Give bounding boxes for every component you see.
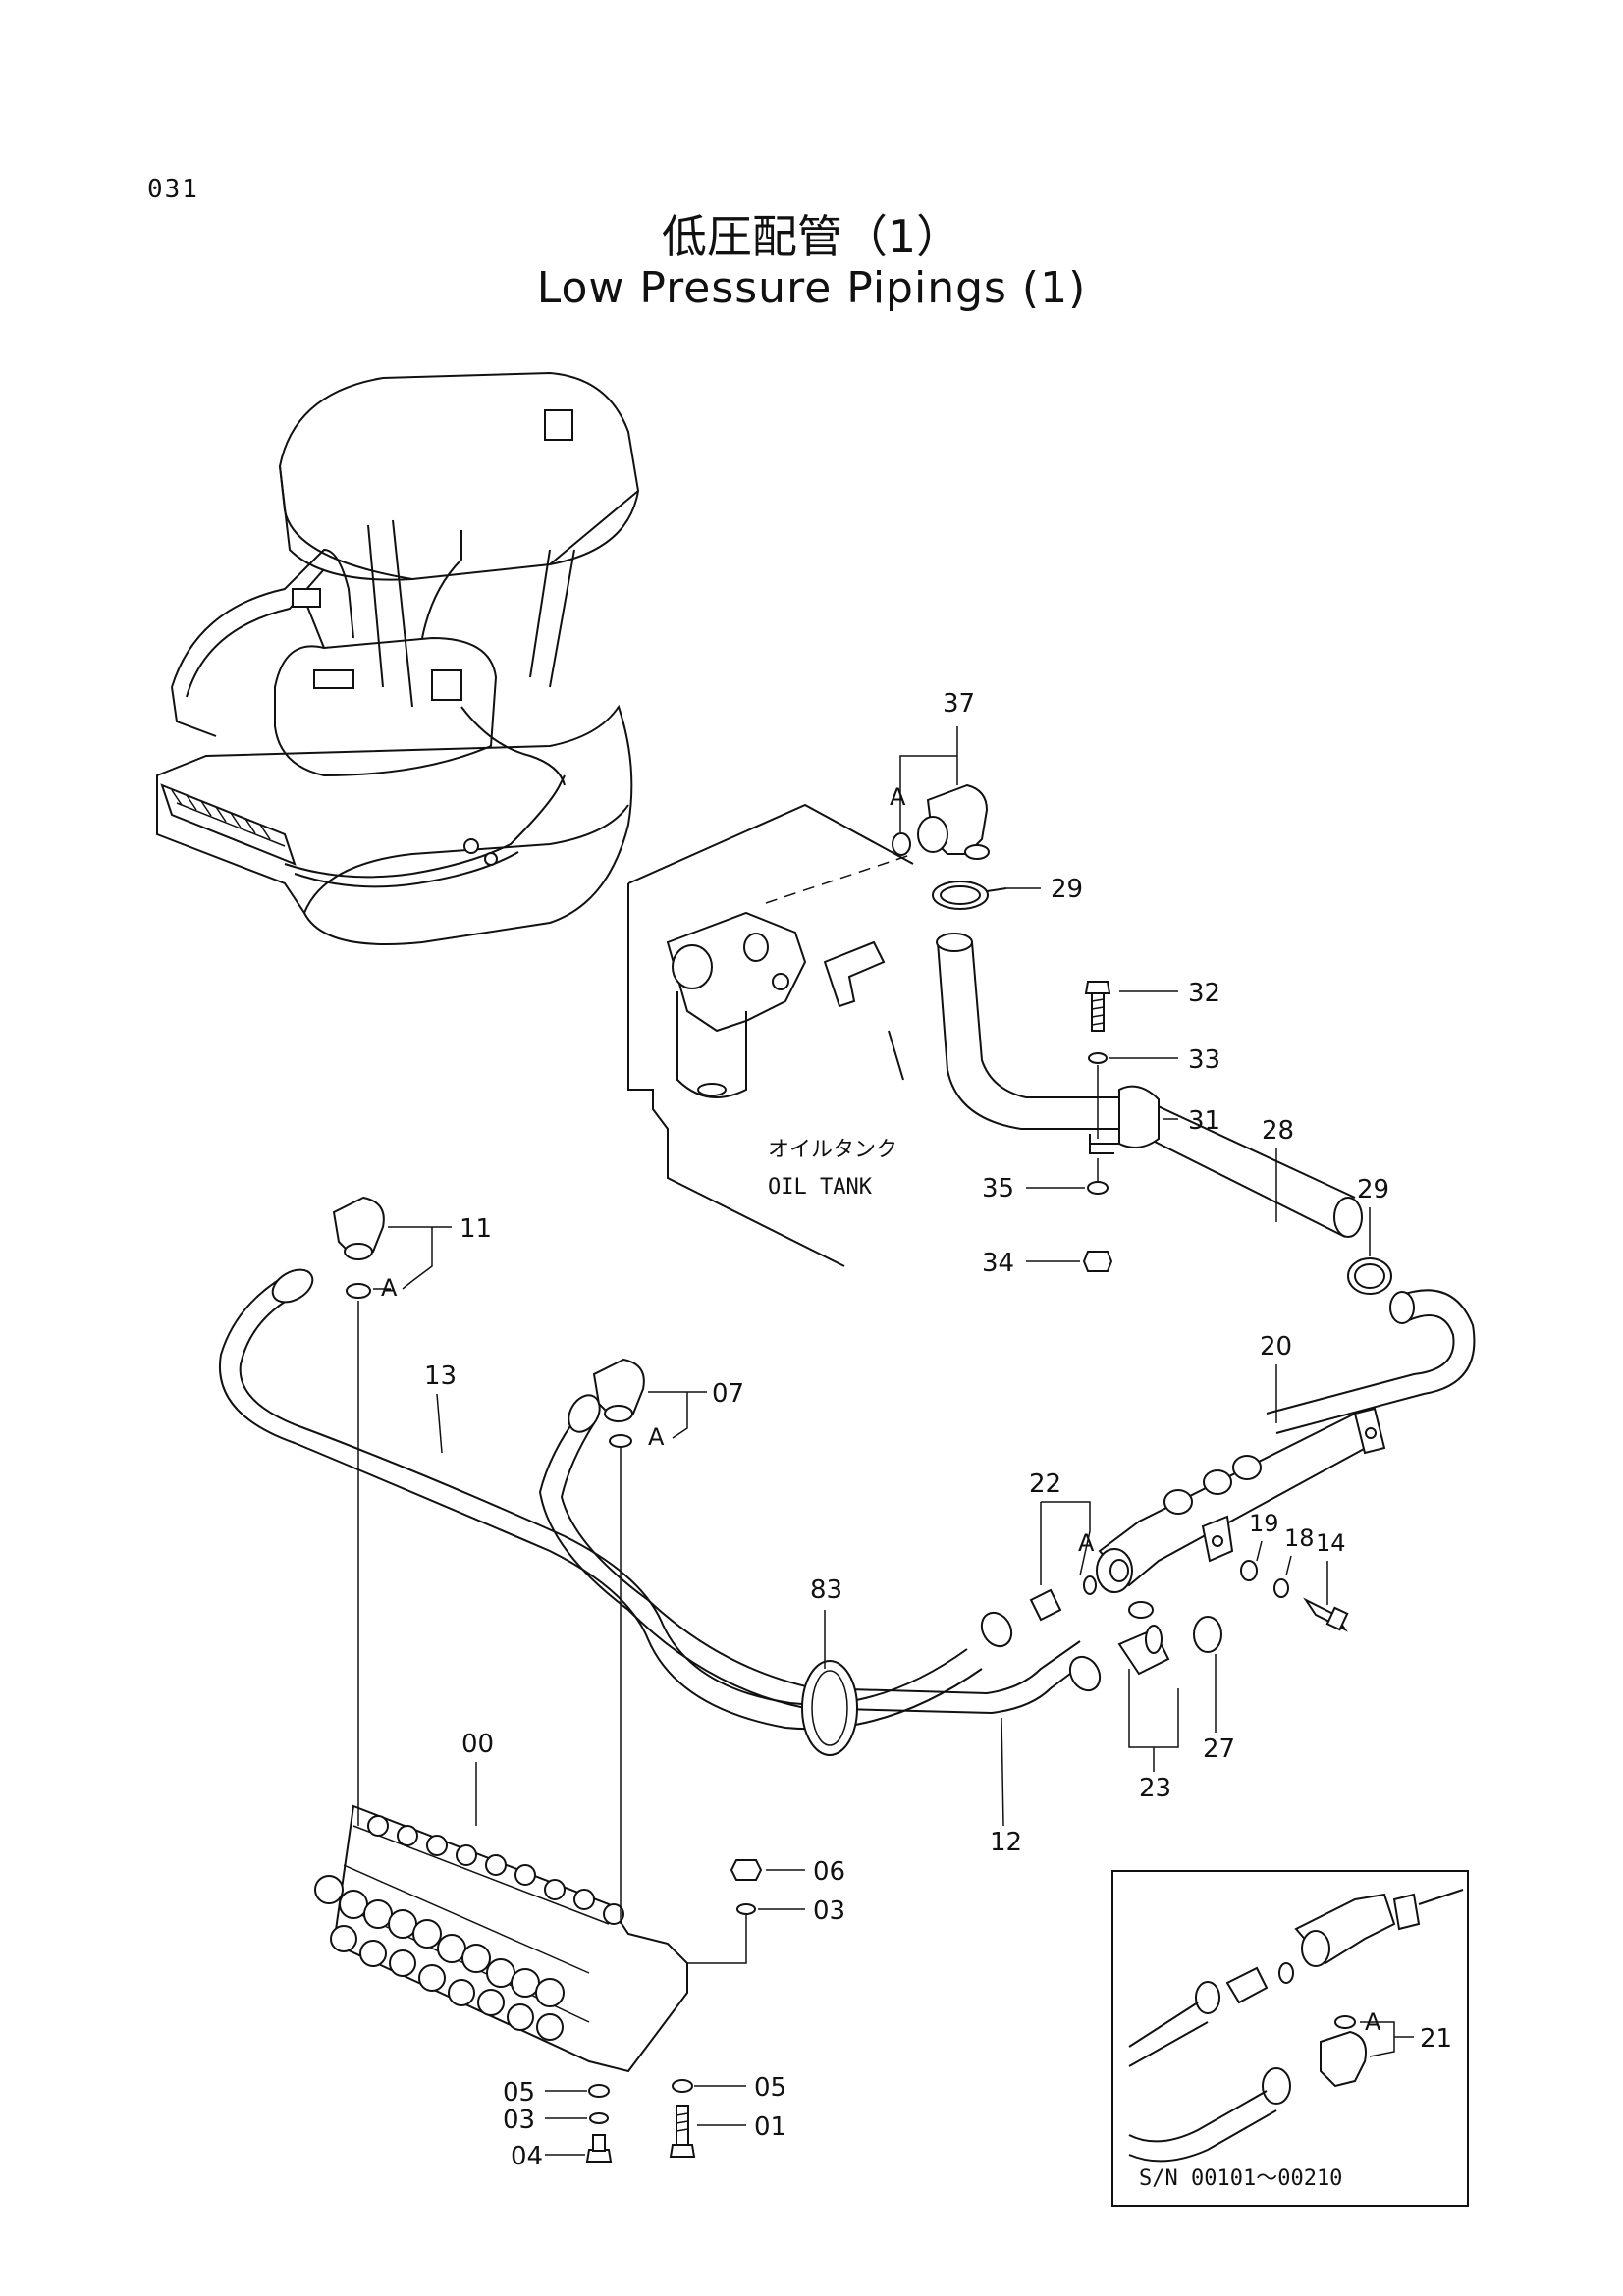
serial-inset: A 21 S/N 00101～00210	[1111, 1870, 1469, 2207]
hose-assembly: 11 A 13 12 07 A 83 22 A	[218, 1196, 1235, 1857]
marker-a-37: A	[890, 783, 906, 811]
oil-tank-label-en: OIL TANK	[768, 1175, 873, 1200]
title-english: Low Pressure Pipings (1)	[536, 263, 1087, 313]
part-label-06-top: 06	[813, 1857, 845, 1887]
part-label-00: 00	[461, 1730, 494, 1759]
part-label-13: 13	[424, 1362, 457, 1391]
part-label-33: 33	[1188, 1045, 1220, 1075]
part-label-31: 31	[1188, 1106, 1220, 1136]
page-number: 031	[147, 175, 199, 204]
valve-spools	[314, 1815, 624, 2041]
part-label-37: 37	[943, 689, 975, 719]
part-label-34: 34	[982, 1249, 1014, 1278]
part-label-20: 20	[1260, 1332, 1292, 1362]
part-label-23: 23	[1139, 1774, 1171, 1803]
part-label-04: 04	[511, 2142, 543, 2171]
part-label-22: 22	[1029, 1469, 1061, 1499]
marker-a-07: A	[648, 1423, 665, 1451]
part-label-03-top: 03	[813, 1896, 845, 1926]
part-label-32: 32	[1188, 979, 1220, 1008]
marker-a-22: A	[1078, 1529, 1095, 1557]
part-label-35: 35	[982, 1174, 1014, 1203]
machine-illustration	[156, 371, 640, 945]
machine-valve-sketch	[160, 783, 297, 866]
part-label-12: 12	[990, 1828, 1022, 1857]
part-label-83: 83	[810, 1575, 842, 1605]
part-label-05-right: 05	[754, 2073, 786, 2103]
part-label-28: 28	[1262, 1116, 1294, 1146]
part-label-29-top: 29	[1051, 875, 1083, 904]
title-japanese: 低圧配管（1）	[661, 210, 962, 263]
part-label-01: 01	[754, 2112, 786, 2142]
pipe-20-assembly: 20 19 18 14	[1096, 1289, 1476, 1632]
control-valve-assembly: 00 06 03 05 03 04 05 01	[314, 1301, 845, 2171]
marker-a-21: A	[1365, 2008, 1381, 2036]
part-label-07: 07	[712, 1379, 744, 1409]
part-label-18: 18	[1284, 1524, 1315, 1552]
part-label-14: 14	[1316, 1529, 1346, 1557]
marker-a-11: A	[381, 1274, 398, 1302]
part-label-19: 19	[1249, 1510, 1279, 1537]
suction-hose-assembly: 37 A 29 32 33 31 35 34	[890, 689, 1392, 1295]
oil-tank-illustration: オイルタンク OIL TANK	[627, 803, 914, 1267]
part-label-29-lower: 29	[1357, 1175, 1389, 1204]
part-label-11: 11	[460, 1214, 492, 1244]
serial-note: S/N 00101～00210	[1139, 2166, 1342, 2191]
oil-tank-label-jp: オイルタンク	[768, 1138, 897, 1162]
part-label-05-left: 05	[503, 2078, 535, 2108]
part-label-27: 27	[1203, 1735, 1235, 1764]
part-label-03-left: 03	[503, 2106, 535, 2135]
part-label-21: 21	[1420, 2024, 1452, 2054]
